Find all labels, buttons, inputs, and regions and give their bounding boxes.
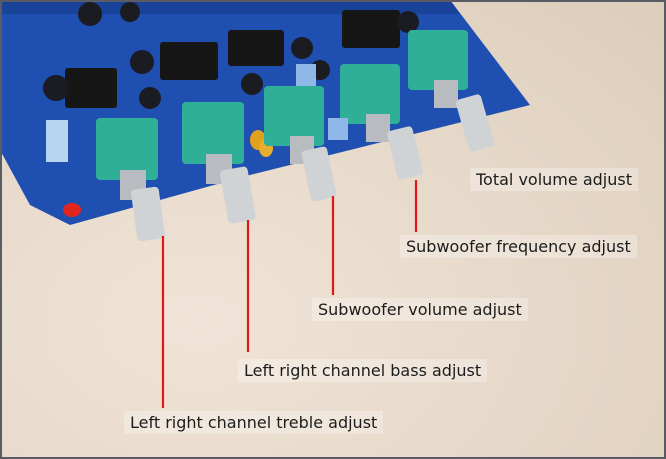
leader-lines (161, 180, 418, 408)
potentiometer-3 (264, 86, 337, 202)
potentiometer-2 (182, 102, 256, 224)
potentiometer-4 (340, 64, 423, 180)
capacitors (43, 2, 419, 109)
light-jumper (46, 120, 68, 162)
red-led (63, 203, 81, 217)
callout-subwoofer-volume: Subwoofer volume adjust (312, 298, 528, 321)
callout-subwoofer-frequency: Subwoofer frequency adjust (400, 235, 637, 258)
callout-total-volume: Total volume adjust (470, 168, 638, 191)
callout-treble: Left right channel treble adjust (124, 411, 384, 434)
callout-bass: Left right channel bass adjust (238, 359, 488, 382)
potentiometer-5 (408, 30, 494, 152)
potentiometer-1 (96, 118, 165, 242)
ic-chips (65, 10, 400, 108)
